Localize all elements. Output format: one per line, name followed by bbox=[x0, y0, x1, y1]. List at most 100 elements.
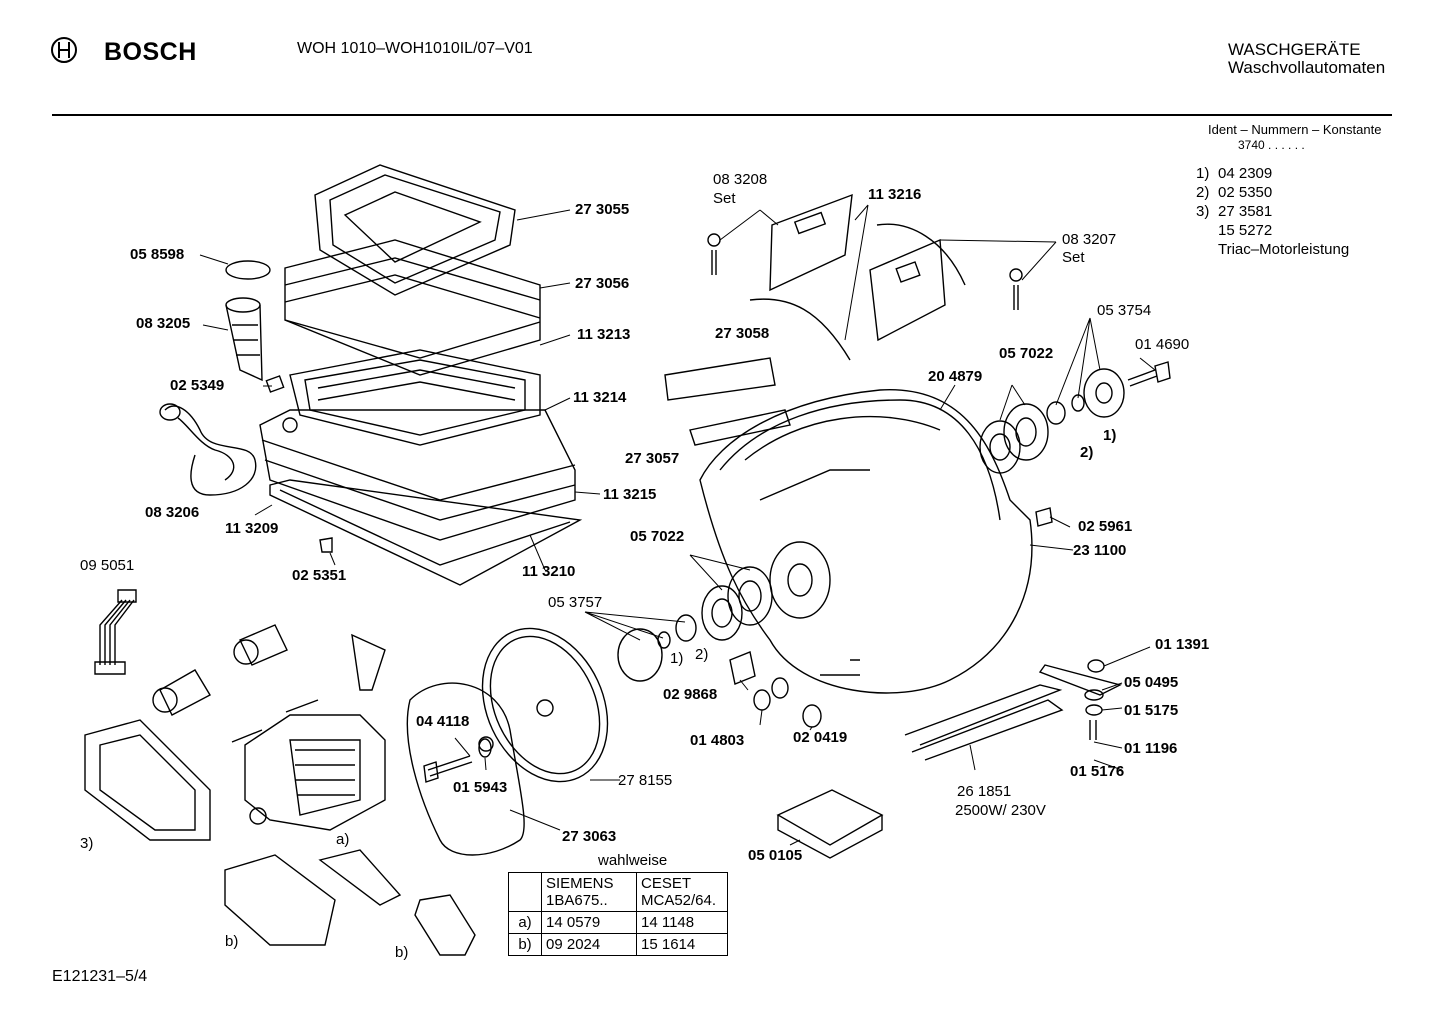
part-label: 11 3216 bbox=[868, 186, 922, 203]
drain-hose bbox=[160, 404, 256, 495]
heating-element bbox=[905, 665, 1120, 760]
flange-bolt bbox=[1128, 362, 1170, 386]
table-header-siemens: SIEMENS 1BA675.. bbox=[541, 872, 637, 912]
part-label: 01 5176 bbox=[1070, 763, 1125, 780]
part-label: 04 4118 bbox=[416, 713, 470, 730]
subcategory-title: Waschvollautomaten bbox=[1228, 58, 1386, 77]
part-label: 26 1851 bbox=[957, 783, 1012, 800]
part-label: 01 5175 bbox=[1124, 702, 1179, 719]
part-label: 08 3207 bbox=[1062, 231, 1117, 248]
ident-note: Triac–Motorleistung bbox=[1218, 241, 1350, 258]
heater-rating: 2500W/ 230V bbox=[955, 802, 1046, 819]
note-marker: 3) bbox=[80, 835, 94, 852]
table-cell: a) bbox=[508, 911, 542, 934]
table-cell: 14 0579 bbox=[541, 911, 637, 934]
table-cell: b) bbox=[508, 933, 542, 956]
part-label: 05 8598 bbox=[130, 246, 185, 263]
capacitors bbox=[153, 625, 287, 715]
part-label: 02 5351 bbox=[292, 567, 347, 584]
base-frame bbox=[270, 480, 580, 585]
tub-upper bbox=[290, 350, 540, 445]
part-label: 11 3209 bbox=[225, 520, 279, 537]
part-label: 01 5943 bbox=[453, 779, 508, 796]
note-marker: 2) bbox=[695, 646, 709, 663]
table-cell: 09 2024 bbox=[541, 933, 637, 956]
part-label: 08 3208 bbox=[713, 171, 768, 188]
leader-lines bbox=[200, 205, 1155, 845]
note-marker: 2) bbox=[1080, 444, 1094, 461]
part-label: 01 1391 bbox=[1155, 636, 1210, 653]
drum-flange-rear bbox=[1047, 369, 1124, 424]
motor-bolt bbox=[424, 756, 472, 782]
part-label: 11 3214 bbox=[573, 389, 627, 406]
clip bbox=[320, 538, 332, 552]
footer-code: E121231–5/4 bbox=[52, 968, 148, 985]
ident-heading: Ident – Nummern – Konstante bbox=[1208, 122, 1382, 137]
washer bbox=[479, 739, 491, 757]
part-label: 02 5349 bbox=[170, 377, 225, 394]
part-label: Set bbox=[713, 190, 736, 207]
label-plates bbox=[665, 358, 790, 445]
part-label: 01 1196 bbox=[1124, 740, 1178, 757]
hose-clamp bbox=[226, 261, 270, 279]
drum-plug bbox=[1036, 508, 1052, 526]
ident-value: 3740 . . . . . . bbox=[1238, 138, 1305, 152]
tub-gaskets bbox=[285, 240, 540, 375]
part-label: 11 3210 bbox=[522, 563, 576, 580]
part-label: 05 0105 bbox=[748, 847, 803, 864]
table-cell bbox=[508, 872, 542, 912]
part-label: 27 3063 bbox=[562, 828, 617, 845]
bearings-rear bbox=[980, 404, 1048, 473]
table-cell: 14 1148 bbox=[636, 911, 728, 934]
ident-note: 3)27 3581 bbox=[1196, 203, 1273, 220]
ident-note: 2)02 5350 bbox=[1196, 184, 1273, 201]
part-label: 05 3757 bbox=[548, 594, 603, 611]
table-cell: 15 1614 bbox=[636, 933, 728, 956]
options-table: SIEMENS 1BA675.. CESET MCA52/64. a) 14 0… bbox=[508, 872, 728, 956]
wire-harness bbox=[95, 590, 136, 674]
part-label: 11 3213 bbox=[577, 326, 631, 343]
header-divider bbox=[52, 114, 1392, 116]
part-label: 23 1100 bbox=[1073, 542, 1127, 559]
part-label: 27 3055 bbox=[575, 201, 630, 218]
bellows-hose bbox=[226, 298, 284, 392]
part-label: 08 3206 bbox=[145, 504, 200, 521]
note-marker: b) bbox=[225, 933, 239, 950]
part-label: 05 0495 bbox=[1124, 674, 1179, 691]
part-label: 01 4690 bbox=[1135, 336, 1190, 353]
paddle-screws bbox=[708, 234, 1022, 310]
machine-foot bbox=[778, 790, 882, 858]
part-label: 27 3057 bbox=[625, 450, 680, 467]
part-label: 01 4803 bbox=[690, 732, 745, 749]
detergent-tray bbox=[315, 165, 515, 295]
part-label: 05 3754 bbox=[1097, 302, 1152, 319]
mounting-bracket bbox=[352, 635, 385, 690]
note-marker: 1) bbox=[1103, 427, 1117, 444]
category-title: WASCHGERÄTE bbox=[1228, 40, 1361, 59]
drive-belt bbox=[459, 608, 632, 802]
part-label: 11 3215 bbox=[603, 486, 657, 503]
table-header-ceset: CESET MCA52/64. bbox=[636, 872, 728, 912]
bosch-armature-icon bbox=[51, 37, 77, 63]
part-label: 27 8155 bbox=[618, 772, 673, 789]
part-label: 05 7022 bbox=[630, 528, 685, 545]
part-label: 02 0419 bbox=[793, 729, 848, 746]
part-label: 27 3056 bbox=[575, 275, 630, 292]
tub-housing bbox=[260, 410, 575, 540]
ident-notes: 1)04 2309 2)02 5350 3)27 3581 15 5272 Tr… bbox=[1196, 164, 1349, 259]
part-label: Set bbox=[1062, 249, 1085, 266]
heater-fasteners bbox=[1085, 660, 1104, 740]
options-caption: wahlweise bbox=[598, 852, 668, 869]
table-row: b) 09 2024 15 1614 bbox=[508, 933, 728, 956]
part-label: 02 9868 bbox=[663, 686, 718, 703]
motor bbox=[232, 700, 385, 830]
drum-flange-front bbox=[618, 615, 696, 681]
bosch-logo bbox=[50, 36, 78, 69]
control-module bbox=[85, 720, 210, 840]
table-row: SIEMENS 1BA675.. CESET MCA52/64. bbox=[508, 872, 728, 912]
ident-note: 1)04 2309 bbox=[1196, 165, 1273, 182]
ident-note: 15 5272 bbox=[1218, 222, 1273, 239]
carbon-brushes bbox=[225, 850, 475, 955]
seal-parts bbox=[730, 652, 821, 727]
